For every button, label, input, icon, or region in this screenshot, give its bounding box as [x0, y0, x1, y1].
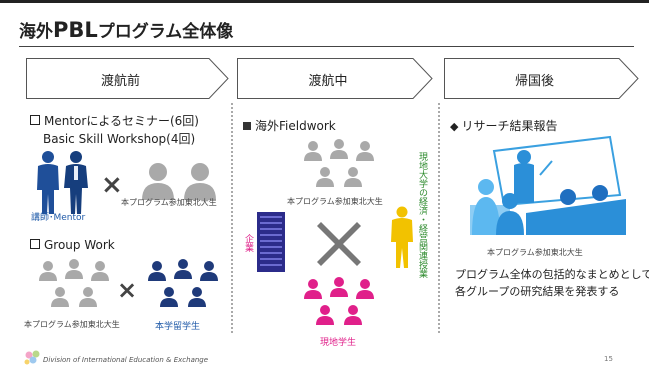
phase-before: 渡航前 — [26, 58, 229, 99]
column-divider-1 — [231, 103, 233, 333]
bullet-square-icon — [30, 239, 40, 249]
summary-line1: プログラム全体の包括的なまとめとして — [455, 268, 649, 281]
title-highlight: PBL — [53, 18, 98, 42]
title-rule — [19, 46, 634, 47]
report-item: ◆リサーチ結果報告 — [450, 117, 557, 134]
phase-during-label: 渡航中 — [308, 74, 348, 89]
building-icon — [257, 212, 285, 272]
title-suffix: プログラム全体像 — [97, 22, 234, 42]
presentation-icon — [470, 135, 626, 235]
intl-students-cluster-icon — [148, 259, 218, 307]
report-heading: リサーチ結果報告 — [461, 119, 558, 133]
instructor-label: 講師･Mentor — [31, 213, 86, 223]
phase-before-label: 渡航前 — [100, 74, 140, 89]
title-prefix: 海外 — [19, 22, 53, 42]
students-label-right: 本プログラム参加東北大生 — [487, 248, 583, 257]
seminar-line2: Basic Skill Workshop(4回) — [43, 132, 196, 146]
students-label-bottom: 本プログラム参加東北大生 — [24, 320, 120, 329]
org-logo-icon — [24, 350, 40, 365]
cross-big-icon — [317, 222, 361, 266]
local-students-cluster-icon — [304, 277, 374, 325]
summary-line2: 各グループの研究結果を発表する — [455, 285, 620, 298]
group-work-label: Group Work — [44, 238, 115, 252]
bullet-filled-square-icon — [243, 122, 251, 130]
diamond-bullet-icon: ◆ — [450, 120, 459, 133]
top-rule — [0, 0, 649, 3]
bullet-square-icon — [30, 115, 40, 125]
instructor-icon — [37, 151, 88, 214]
students-label-mid: 本プログラム参加東北大生 — [287, 197, 383, 206]
seminar-line1: Mentorによるセミナー(6回) — [44, 114, 199, 128]
footer-org: Division of International Education & Ex… — [43, 356, 209, 364]
cross-mark-icon-2: × — [117, 276, 138, 304]
students-group-icon — [142, 163, 216, 200]
group-work-item: Group Work — [30, 238, 115, 252]
page-number: 15 — [604, 355, 613, 363]
phase-after-label: 帰国後 — [514, 74, 554, 89]
phase-after: 帰国後 — [444, 58, 639, 99]
slide-title: 海外PBLプログラム全体像 — [19, 17, 233, 42]
seminar-item: Mentorによるセミナー(6回) — [30, 112, 199, 129]
univ-label: 現地大学の経済・経営関連授業 — [417, 152, 427, 278]
students-cluster-icon-mid — [304, 139, 374, 187]
company-label: 企業 — [243, 234, 253, 252]
intl-students-label: 本学留学生 — [155, 322, 201, 332]
local-students-label: 現地学生 — [320, 338, 357, 348]
fieldwork-item: 海外Fieldwork — [243, 117, 336, 134]
fieldwork-heading: 海外Fieldwork — [255, 119, 336, 133]
phase-during: 渡航中 — [237, 58, 433, 99]
students-label-top: 本プログラム参加東北大生 — [121, 198, 217, 207]
students-cluster-icon — [39, 259, 109, 307]
cross-mark-icon: × — [101, 170, 123, 200]
professor-icon — [391, 206, 413, 268]
column-divider-2 — [438, 103, 440, 333]
